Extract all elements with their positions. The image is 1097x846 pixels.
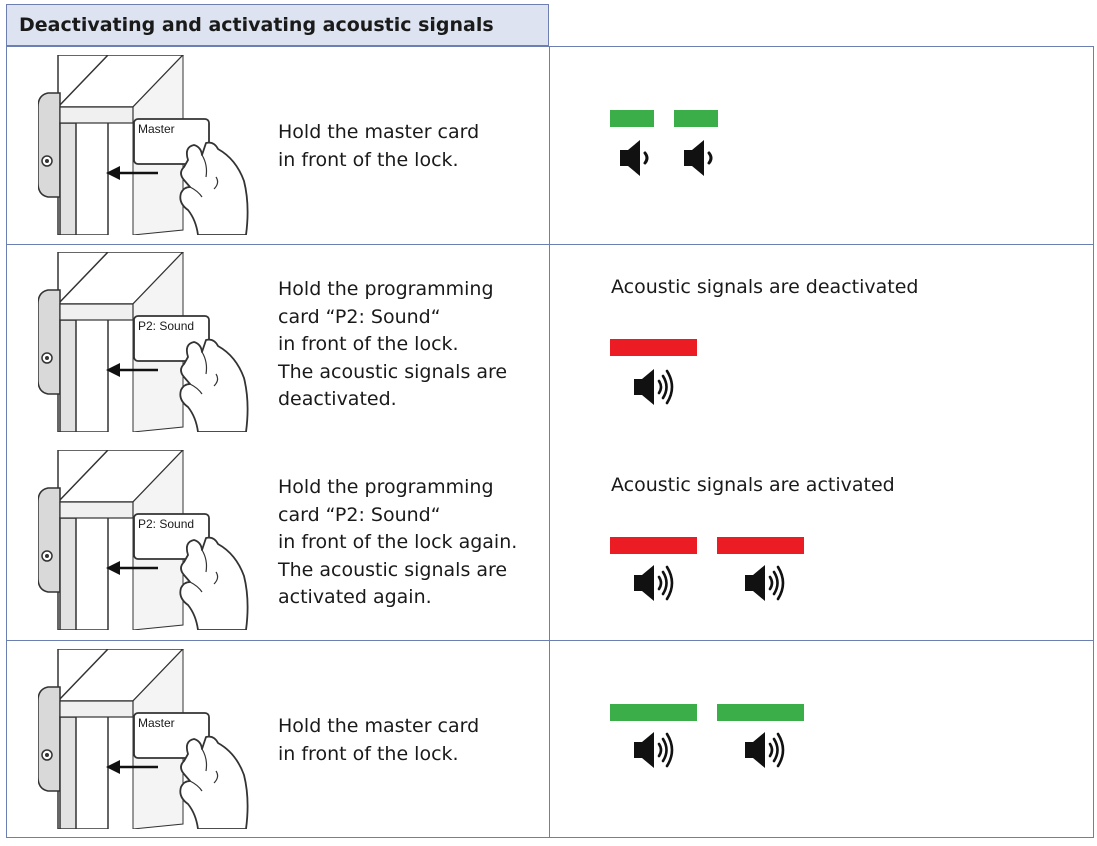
row-divider (6, 244, 1094, 245)
red-light-signal (610, 537, 697, 554)
table-title: Deactivating and activating acoustic sig… (19, 14, 494, 36)
green-light-signal (717, 704, 804, 721)
low-volume-icon (610, 138, 656, 178)
programming-card-lock-illustration: P2: Sound (38, 252, 253, 432)
card-label: Master (138, 716, 175, 730)
master-card-lock-illustration: Master (38, 649, 253, 829)
loud-speaker-icon (630, 730, 676, 770)
green-light-signal (610, 110, 654, 127)
instruction-table (6, 46, 1094, 838)
red-light-signal (717, 537, 804, 554)
row-divider (6, 640, 1094, 641)
green-light-signal (610, 704, 697, 721)
green-light-signal (674, 110, 718, 127)
loud-speaker-icon (741, 730, 787, 770)
column-divider (549, 46, 550, 838)
status-activated: Acoustic signals are activated (611, 474, 895, 496)
programming-card-lock-illustration: P2: Sound (38, 450, 253, 630)
master-card-lock-illustration: Master (38, 55, 253, 235)
card-label: P2: Sound (138, 319, 195, 333)
red-light-signal (610, 339, 697, 356)
card-label: P2: Sound (138, 517, 195, 531)
low-volume-icon (674, 138, 720, 178)
loud-speaker-icon (630, 367, 676, 407)
table-header: Deactivating and activating acoustic sig… (6, 4, 549, 46)
status-deactivated: Acoustic signals are deactivated (611, 276, 919, 298)
loud-speaker-icon (741, 563, 787, 603)
card-label: Master (138, 122, 175, 136)
loud-speaker-icon (630, 563, 676, 603)
